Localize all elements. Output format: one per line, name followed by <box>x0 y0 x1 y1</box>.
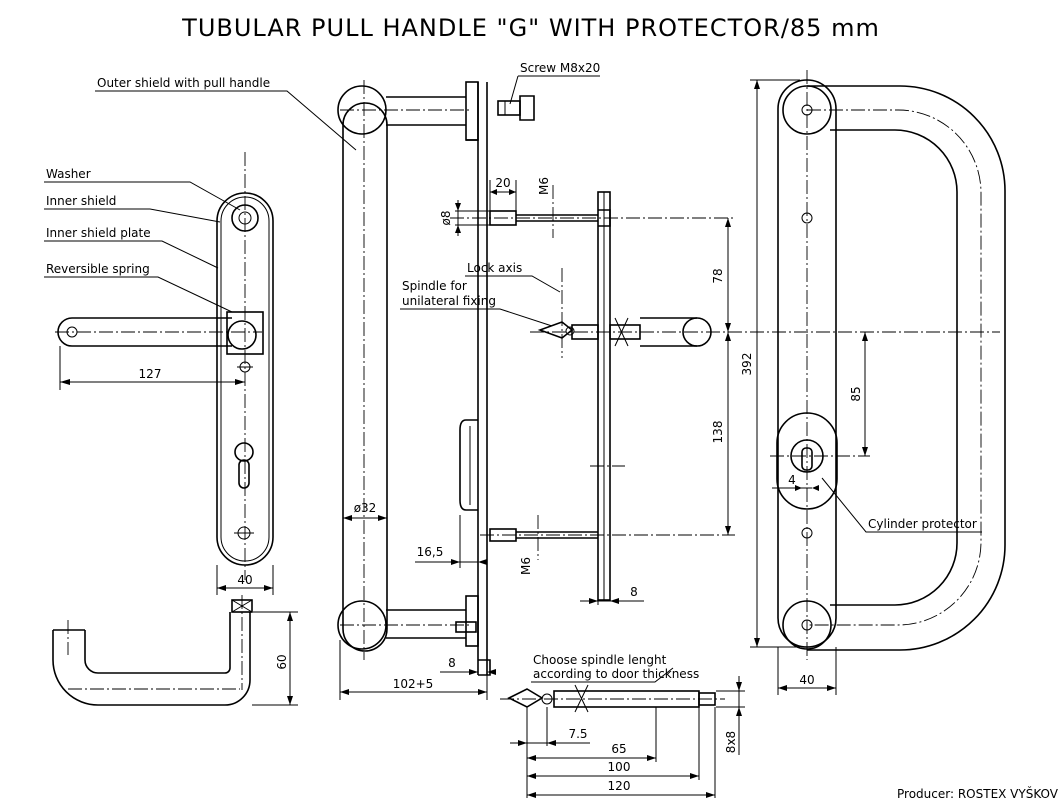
producer-label: Producer: ROSTEX VYŠKOV <box>897 786 1059 801</box>
label-washer: Washer <box>46 167 91 181</box>
label-lock-axis: Lock axis <box>467 261 522 275</box>
dim-40-left: 40 <box>237 573 252 587</box>
dim-65: 65 <box>611 742 626 756</box>
label-choose-2: according to door thickness <box>533 667 699 681</box>
dim-8-right: 8 <box>630 585 638 599</box>
left-labels: Washer Inner shield Inner shield plate R… <box>44 167 241 313</box>
label-outer-shield: Outer shield with pull handle <box>97 76 270 90</box>
label-spindle-1: Spindle for <box>402 279 467 293</box>
dim-120: 120 <box>608 779 631 793</box>
dim-138: 138 <box>711 421 725 444</box>
dim-8x8: 8x8 <box>724 731 738 753</box>
dim-392: 392 <box>740 353 754 376</box>
dim-d8: ø8 <box>439 211 453 226</box>
door-section: 20 M6 ø8 M6 8 <box>439 176 1000 605</box>
dim-60: 60 <box>275 654 289 669</box>
label-screw: Screw M8x20 <box>520 61 600 75</box>
inner-shield-view: 127 40 <box>55 152 274 595</box>
spindle-detail: Choose spindle lenght according to door … <box>500 653 745 798</box>
washer-circle <box>231 204 259 232</box>
handle-profile-view: 4 85 40 Cylinder protector <box>770 70 1006 695</box>
lever-side-view: 60 <box>52 595 298 706</box>
dim-85: 85 <box>849 386 863 401</box>
keyhole-slot <box>238 459 250 489</box>
middle-labels: Outer shield with pull handle Screw M8x2… <box>95 61 600 700</box>
dim-127: 127 <box>139 367 162 381</box>
pull-handle-tube <box>342 102 388 652</box>
pull-handle-front <box>337 80 535 676</box>
label-inner-shield-plate: Inner shield plate <box>46 226 151 240</box>
dim-16-5: 16,5 <box>417 545 444 559</box>
dim-8-bottom: 8 <box>448 656 456 670</box>
dim-m6-bottom: M6 <box>519 557 533 575</box>
dim-20: 20 <box>495 176 510 190</box>
dim-100: 100 <box>608 760 631 774</box>
vertical-dims: 78 138 392 <box>711 79 800 648</box>
keyhole-circle <box>234 442 254 462</box>
label-reversible-spring: Reversible spring <box>46 262 150 276</box>
label-cylinder-protector: Cylinder protector <box>868 517 977 531</box>
cylinder-protector <box>776 412 838 510</box>
dim-7-5: 7.5 <box>568 727 587 741</box>
dim-78: 78 <box>711 268 725 283</box>
label-choose-1: Choose spindle lenght <box>533 653 667 667</box>
label-inner-shield: Inner shield <box>46 194 116 208</box>
dim-40-right: 40 <box>799 673 814 687</box>
dim-d32: ø32 <box>354 501 377 515</box>
reversible-spring-square <box>226 311 264 355</box>
drawing-title: TUBULAR PULL HANDLE "G" WITH PROTECTOR/8… <box>181 14 880 42</box>
label-spindle-2: unilateral fixing <box>402 294 496 308</box>
dim-4: 4 <box>788 473 796 487</box>
dim-102-5: 102+5 <box>393 677 434 691</box>
dim-m6-top: M6 <box>537 177 551 195</box>
spindle-labels: Lock axis Spindle for unilateral fixing <box>400 261 561 327</box>
